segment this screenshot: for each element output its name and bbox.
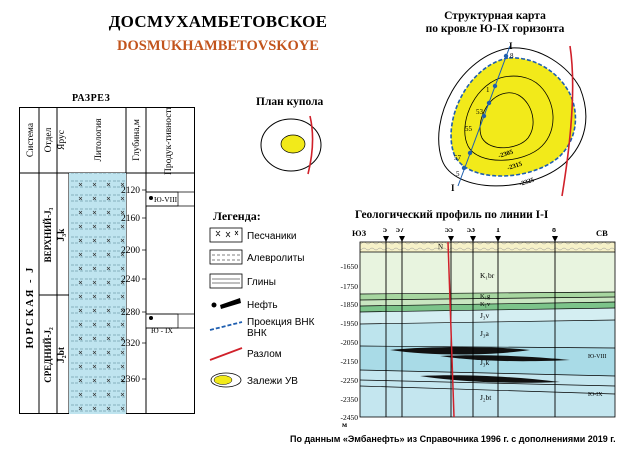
source-note: По данным «Эмбанефть» из Справочника 199…: [290, 434, 616, 444]
layer-label: J₃a: [480, 329, 490, 338]
depth-tick: 2360: [121, 375, 140, 385]
dome-plan: [260, 115, 322, 175]
direction-label: ЮЗ: [352, 228, 367, 238]
unit-label: м: [342, 420, 347, 428]
depth-tick: -2250: [341, 376, 359, 385]
oil-marker: [149, 316, 153, 320]
legend-clay: Глины: [209, 273, 276, 289]
direction-label: СВ: [596, 228, 608, 238]
depth-tick: -1950: [341, 319, 359, 328]
stage-upper-label: J₃k: [57, 228, 67, 242]
depth-tick: -2150: [341, 357, 359, 366]
horizon-label: Ю - IX: [151, 326, 173, 335]
depth-tick: -2050: [341, 338, 359, 347]
svg-text:ВНК: ВНК: [247, 328, 267, 339]
header-system: Система: [26, 122, 36, 157]
line-label: I: [451, 183, 455, 193]
well-label: 55: [465, 125, 473, 133]
system-label: ЮРСКАЯ - J: [25, 266, 36, 349]
depth-tick: 2160: [121, 214, 140, 224]
depth-tick: 2240: [121, 275, 140, 285]
well-label: 1: [496, 228, 500, 234]
legend-label: Разлом: [247, 349, 282, 360]
contour-label: -2305: [497, 148, 514, 160]
geological-profile: ЮЗ СВ 5 57 55 53 1 8 -1650 -1750 -1850 -…: [341, 228, 616, 428]
legend: Песчаники Алевролиты Глины Нефть Проекци…: [209, 227, 315, 388]
depth-tick: -2450: [341, 413, 359, 422]
plan-title: План купола: [256, 96, 324, 108]
depth-tick: 2280: [121, 308, 140, 318]
header-series: Отдел: [44, 127, 54, 152]
legend-siltstone: Алевролиты: [209, 249, 304, 265]
legend-label: Залежи УВ: [247, 376, 298, 387]
series-upper-label: ВЕРХНИЙ-J₃: [43, 207, 53, 262]
legend-title: Легенда:: [213, 209, 261, 223]
oil-marker: [149, 196, 153, 200]
well-label: 1: [486, 86, 490, 94]
well-marker: [461, 165, 467, 171]
layer-label: K₁br: [480, 271, 495, 280]
well-marker: [481, 113, 487, 119]
legend-sandstone: Песчаники: [209, 227, 296, 243]
field-title-ru: ДОСМУХАМБЕТОВСКОЕ: [108, 12, 328, 31]
well-marker: [492, 83, 498, 89]
structural-map-title: Структурная карта по кровле Ю-IX горизон…: [425, 10, 565, 35]
horizon-label: Ю-VIII: [154, 195, 178, 204]
well-label: 53: [467, 228, 475, 234]
layer-label: J₂bt: [480, 393, 492, 402]
header-productivity: Продук-тивность: [164, 107, 174, 175]
series-middle-label: СРЕДНИЙ-J₂: [43, 327, 53, 383]
legend-label: Проекция ВНК: [247, 317, 315, 328]
depth-tick: 2200: [121, 246, 140, 256]
layer-label: N: [438, 243, 443, 251]
legend-oil: Нефть: [211, 298, 278, 311]
profile-title: Геологический профиль по линии I-I: [355, 209, 549, 221]
section-title: РАЗРЕЗ: [72, 93, 111, 104]
header-stage: Ярус: [57, 130, 67, 150]
layer-label: K₁g: [480, 293, 491, 300]
depth-tick: -1850: [341, 300, 359, 309]
layer-label: J₃k: [480, 358, 490, 367]
depth-tick: -1750: [341, 282, 359, 291]
field-title-en: DOSMUKHAMBETOVSKOYE: [117, 38, 319, 54]
well-label: 8: [552, 228, 556, 234]
stratigraphic-column: Система Отдел Ярус Литология Глубина,м П…: [19, 107, 195, 414]
well-label: 8: [510, 52, 514, 60]
well-label: 55: [445, 228, 453, 234]
legend-label: Нефть: [247, 299, 278, 311]
legend-label: Песчаники: [247, 231, 296, 242]
horizon-label: Ю-IX: [588, 392, 603, 398]
depth-tick: 2120: [121, 186, 140, 196]
depth-tick: -1650: [341, 262, 359, 271]
line-label: I: [509, 41, 513, 51]
well-marker: [486, 100, 492, 106]
legend-fault: Разлом: [209, 347, 282, 361]
well-label: 5: [383, 228, 387, 234]
legend-owc: Проекция ВНК ВНК: [209, 317, 315, 339]
legend-label: Алевролиты: [247, 253, 304, 264]
layer-label: K₁v: [480, 301, 491, 308]
stage-middle-label: J₂bt: [57, 346, 67, 363]
depth-tick: -2350: [341, 395, 359, 404]
well-label: 53: [476, 108, 484, 116]
legend-deposits: Залежи УВ: [210, 372, 298, 388]
layer-label: J₃v: [480, 311, 490, 320]
contour-label: -2315: [506, 160, 523, 172]
header-depth: Глубина,м: [131, 119, 142, 161]
well-label: 5: [456, 170, 460, 178]
contour-label: -2325: [518, 176, 535, 188]
structural-map: I I 8 1 53 55 57 5 -2305 -2315 -2325: [438, 41, 587, 197]
header-lithology: Литология: [94, 118, 104, 162]
depth-tick: 2320: [121, 339, 140, 349]
well-label: 57: [396, 228, 404, 234]
well-marker: [503, 53, 509, 59]
well-marker: [467, 150, 473, 156]
legend-label: Глины: [247, 277, 276, 288]
well-label: 57: [454, 154, 462, 162]
horizon-label: Ю-VIII: [588, 354, 607, 360]
